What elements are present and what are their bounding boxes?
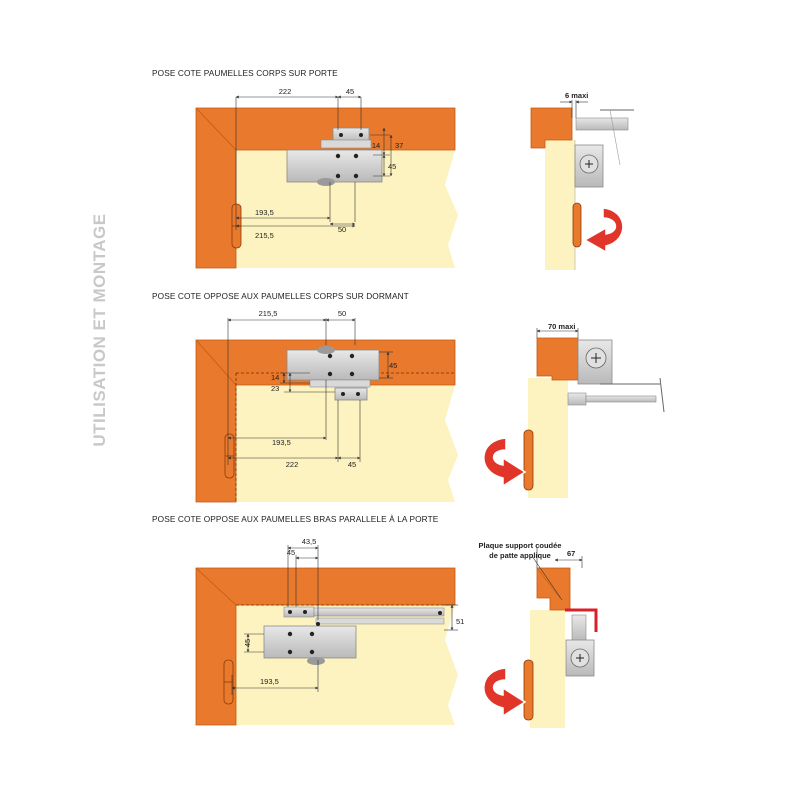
dim-8: 50 <box>338 225 346 234</box>
dim-13: 23 <box>271 384 279 393</box>
rotation-arrow <box>583 207 624 254</box>
section-2-title: POSE COTE OPPOSE AUX PAUMELLES CORPS SUR… <box>152 291 409 301</box>
section-3-front-view: 43,5 45 51 45 193,5 <box>195 537 464 726</box>
dim-2: 45 <box>346 87 354 96</box>
section-1-side-view: 6 maxi <box>530 91 634 270</box>
dim-9: 215,5 <box>259 309 278 318</box>
side-label-3: 67 <box>567 549 575 558</box>
side-label-2: 70 maxi <box>548 322 576 331</box>
parallel-arm <box>313 607 445 617</box>
dim-12: 14 <box>271 373 279 382</box>
section-2-side-view: 70 maxi <box>483 322 665 498</box>
dim-11: 45 <box>389 361 397 370</box>
dim-1: 222 <box>279 87 292 96</box>
dim-15: 222 <box>286 460 299 469</box>
dim-7: 215,5 <box>255 231 274 240</box>
section-3-title: POSE COTE OPPOSE AUX PAUMELLES BRAS PARA… <box>152 514 439 524</box>
dim-14: 193,5 <box>272 438 291 447</box>
closer-body-2 <box>286 349 380 381</box>
dim-18: 45 <box>287 548 295 557</box>
dim-19: 51 <box>456 617 464 626</box>
plate-label-line2: de patte applique <box>489 551 551 560</box>
section-1-front-view: 222 45 14 37 45 193,5 215,5 50 <box>195 87 458 269</box>
dim-3: 14 <box>372 141 380 150</box>
plate-label-line1: Plaque support coudée <box>479 541 562 550</box>
dim-20: 45 <box>243 639 252 647</box>
side-label-1: 6 maxi <box>565 91 588 100</box>
dim-5: 45 <box>388 162 396 171</box>
dim-10: 50 <box>338 309 346 318</box>
dim-6: 193,5 <box>255 208 274 217</box>
section-1-title: POSE COTE PAUMELLES CORPS SUR PORTE <box>152 68 338 78</box>
dim-16: 45 <box>348 460 356 469</box>
closer-body-3 <box>263 625 357 659</box>
closer-body <box>286 149 383 183</box>
dim-4: 37 <box>395 141 403 150</box>
dim-17: 43,5 <box>302 537 317 546</box>
support-plate <box>565 608 598 632</box>
section-3-side-view: 67 Plaque support coudée de patte appliq… <box>479 541 598 728</box>
section-2-front-view: 215,5 50 45 14 23 193,5 222 45 <box>195 309 458 503</box>
dim-21: 193,5 <box>260 677 279 686</box>
